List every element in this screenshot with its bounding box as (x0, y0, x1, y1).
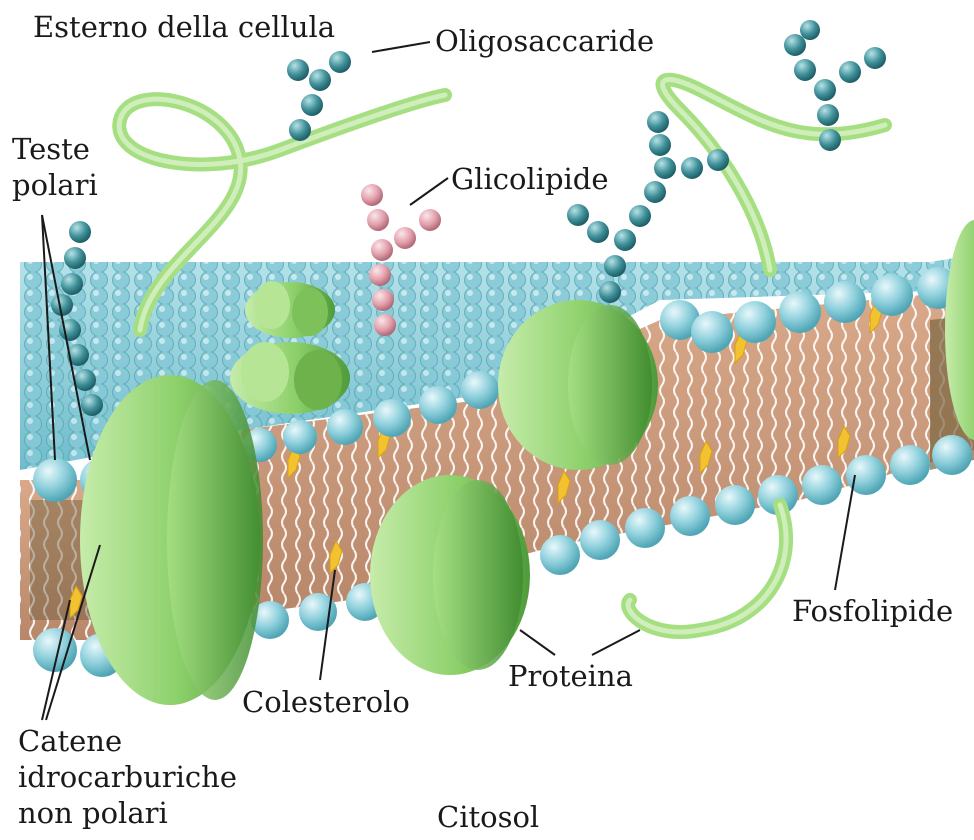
label-polar-heads-2: polari (12, 166, 98, 204)
label-chains-2: idrocarburiche (18, 758, 237, 796)
label-cytosol: Citosol (437, 798, 539, 836)
label-phospholipid: Fosfolipide (792, 592, 953, 630)
label-chains-3: non polari (18, 794, 168, 832)
label-oligosaccharide: Oligosaccaride (435, 22, 654, 60)
label-glycolipid: Glicolipide (451, 160, 609, 198)
label-cholesterol: Colesterolo (242, 683, 410, 721)
label-polar-heads-1: Teste (12, 130, 90, 168)
peripheral-protein-2 (230, 342, 350, 414)
transmembrane-protein-center (498, 300, 658, 470)
label-protein: Proteina (508, 657, 633, 695)
transmembrane-protein-lower (370, 475, 530, 675)
label-outside: Esterno della cellula (33, 8, 335, 46)
label-chains-1: Catene (18, 722, 122, 760)
transmembrane-protein-left (80, 375, 263, 705)
